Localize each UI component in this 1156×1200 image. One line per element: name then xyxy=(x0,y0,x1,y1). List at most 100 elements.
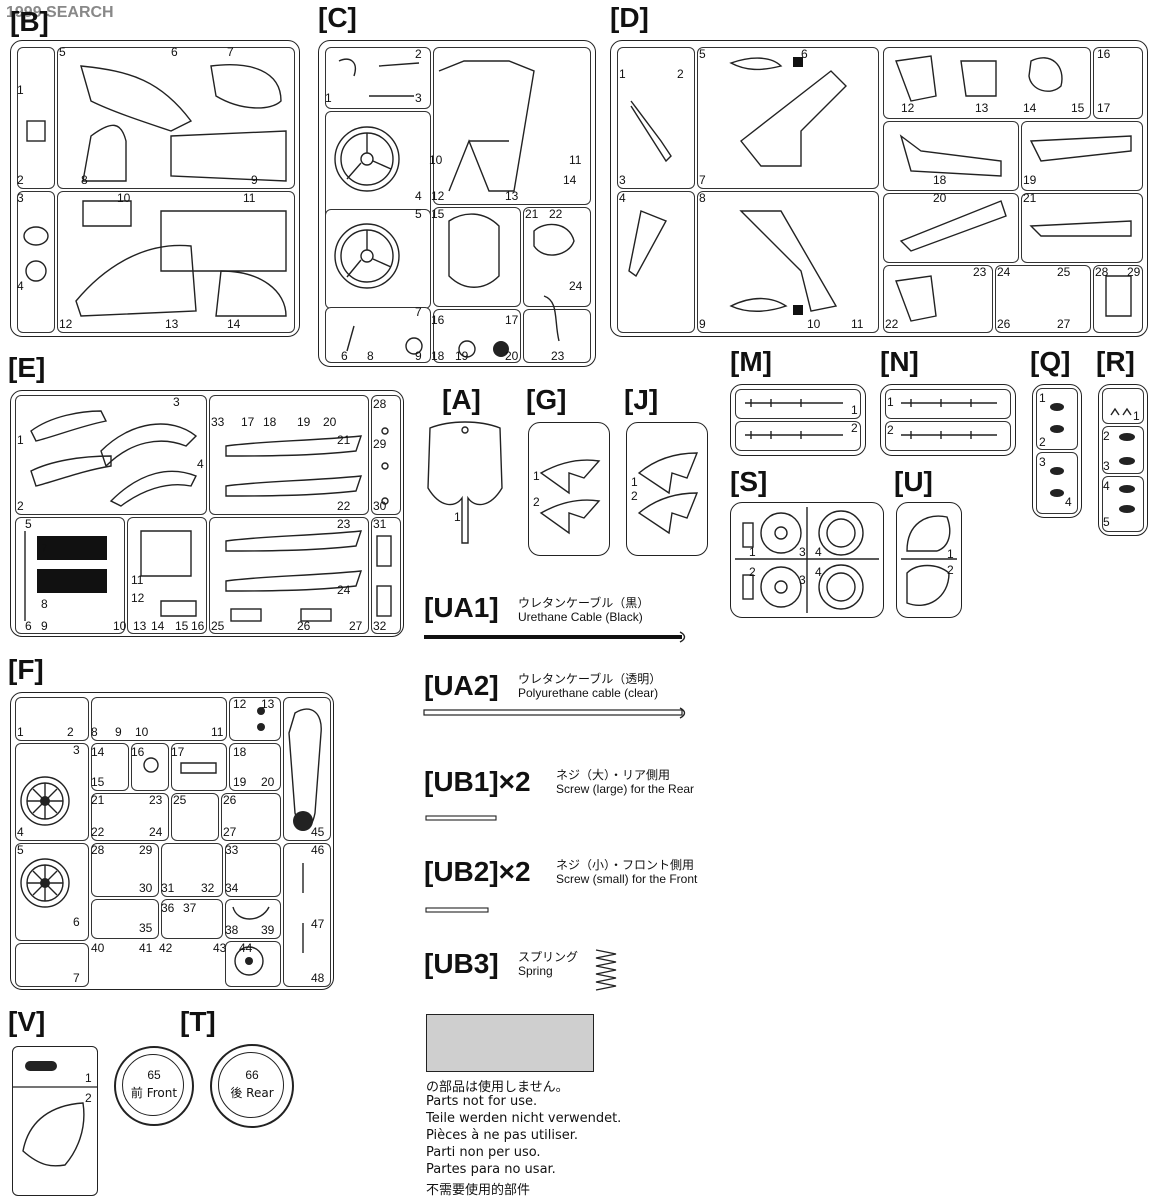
part-number: 27 xyxy=(1057,317,1071,331)
decal-front: 65 前 Front xyxy=(114,1046,194,1126)
sprue-c-parts xyxy=(334,58,575,358)
part-number: 31 xyxy=(373,517,387,531)
part-number: 22 xyxy=(885,317,899,331)
decal-front-number: 65 xyxy=(147,1068,161,1082)
sprue-f-cell xyxy=(221,793,281,841)
part-number: 23 xyxy=(149,793,163,807)
part-number: 25 xyxy=(173,793,187,807)
part-number: 8 xyxy=(81,173,88,187)
part-number: 24 xyxy=(337,583,351,597)
part-number: 16 xyxy=(191,619,205,633)
sprue-d-cell xyxy=(1021,193,1143,263)
part-number: 10 xyxy=(135,725,149,739)
sprue-m-parts xyxy=(745,399,843,439)
sprue-n-cell xyxy=(885,421,1011,451)
sprue-q-cell xyxy=(1036,452,1078,514)
sprue-e: 3 28 1 33 17 18 19 20 21 29 4 30 2 22 5 … xyxy=(10,390,404,637)
part-number: 23 xyxy=(973,265,987,279)
part-number: 16 xyxy=(431,313,445,327)
part-number: 13 xyxy=(165,317,179,331)
sprue-f-cell xyxy=(283,843,331,987)
sprue-d-cell xyxy=(883,265,993,333)
part-number: 6 xyxy=(25,619,32,633)
extra-ua1-code: [UA1] xyxy=(424,592,499,623)
sprue-m-cell xyxy=(735,421,861,451)
part-number: 13 xyxy=(133,619,147,633)
part-number: 29 xyxy=(373,437,387,451)
part-number: 48 xyxy=(311,971,325,985)
part-number: 12 xyxy=(431,189,445,203)
part-number: 28 xyxy=(91,843,105,857)
sprue-d: 5 6 16 1 2 17 12 13 14 15 3 7 18 19 4 8 … xyxy=(610,40,1148,337)
part-number: 7 xyxy=(227,45,234,59)
sprue-u-title: [U] xyxy=(894,466,933,497)
decal-rear: 66 後 Rear xyxy=(210,1044,294,1128)
part-number: 13 xyxy=(261,697,275,711)
part-number: 6 xyxy=(341,349,348,363)
part-number: 2 xyxy=(851,421,858,435)
part-number: 22 xyxy=(91,825,105,839)
sprue-f-cell xyxy=(229,697,281,741)
part-number: 20 xyxy=(323,415,337,429)
sprue-n-cell xyxy=(885,389,1011,419)
sprue-e-title: [E] xyxy=(8,352,46,383)
part-number: 7 xyxy=(73,971,80,985)
part-number: 4 xyxy=(815,565,822,579)
sprue-b-cell xyxy=(17,47,55,189)
part-number: 16 xyxy=(1097,47,1111,61)
part-number: 19 xyxy=(297,415,311,429)
part-number: 4 xyxy=(17,279,24,293)
sprue-c-cell xyxy=(523,207,591,307)
sprue-f-cell xyxy=(15,697,89,741)
part-number: 45 xyxy=(311,825,325,839)
part-number: 42 xyxy=(159,941,173,955)
sprue-q-title: [Q] xyxy=(1030,346,1071,377)
extra-ub2-jp: ネジ（小）・フロント側用 xyxy=(556,858,695,872)
part-number: 40 xyxy=(91,941,105,955)
sprue-f-cell xyxy=(225,941,281,987)
part-number: 22 xyxy=(337,499,351,513)
part-number: 28 xyxy=(1095,265,1109,279)
part-number: 25 xyxy=(1057,265,1071,279)
part-number: 10 xyxy=(807,317,821,331)
sprue-v-title: [V] xyxy=(8,1006,46,1037)
part-number: 4 xyxy=(619,191,626,205)
part-number: 19 xyxy=(455,349,469,363)
part-number: 23 xyxy=(337,517,351,531)
part-number: 7 xyxy=(699,173,706,187)
part-number: 26 xyxy=(997,317,1011,331)
sprue-f-cell xyxy=(225,843,281,897)
sprue-g-parts xyxy=(539,459,601,535)
screw-small xyxy=(425,907,489,913)
part-number: 30 xyxy=(373,499,387,513)
part-number: 2 xyxy=(749,565,756,579)
decal-rear-inner-ring xyxy=(218,1052,284,1118)
part-number: 9 xyxy=(699,317,706,331)
part-number: 17 xyxy=(171,745,185,759)
part-number: 13 xyxy=(505,189,519,203)
part-number: 11 xyxy=(131,573,144,587)
part-number: 1 xyxy=(85,1071,92,1085)
part-number: 27 xyxy=(223,825,237,839)
part-number: 9 xyxy=(115,725,122,739)
part-number: 17 xyxy=(1097,101,1111,115)
urethane-cable-black xyxy=(424,631,686,643)
not-used-text-it: Parti non per uso. xyxy=(426,1145,541,1160)
not-used-swatch xyxy=(426,1014,594,1072)
sprue-e-parts xyxy=(24,410,392,622)
part-number: 14 xyxy=(563,173,577,187)
sprue-f-cell xyxy=(91,793,169,841)
sprue-c-cell xyxy=(325,47,431,109)
decal-front-inner-ring xyxy=(122,1054,184,1116)
part-number: 1 xyxy=(619,67,626,81)
part-number: 36 xyxy=(161,901,175,915)
sprue-g: 1 2 xyxy=(528,422,610,556)
part-number: 18 xyxy=(233,745,247,759)
extra-ub3-en: Spring xyxy=(518,964,553,978)
sprue-s-parts xyxy=(735,507,879,613)
part-number: 18 xyxy=(431,349,445,363)
part-number: 1 xyxy=(1133,409,1140,423)
sprue-f-cell xyxy=(171,793,219,841)
sprue-q-parts xyxy=(1050,403,1064,497)
sprue-e-cell xyxy=(15,395,207,515)
